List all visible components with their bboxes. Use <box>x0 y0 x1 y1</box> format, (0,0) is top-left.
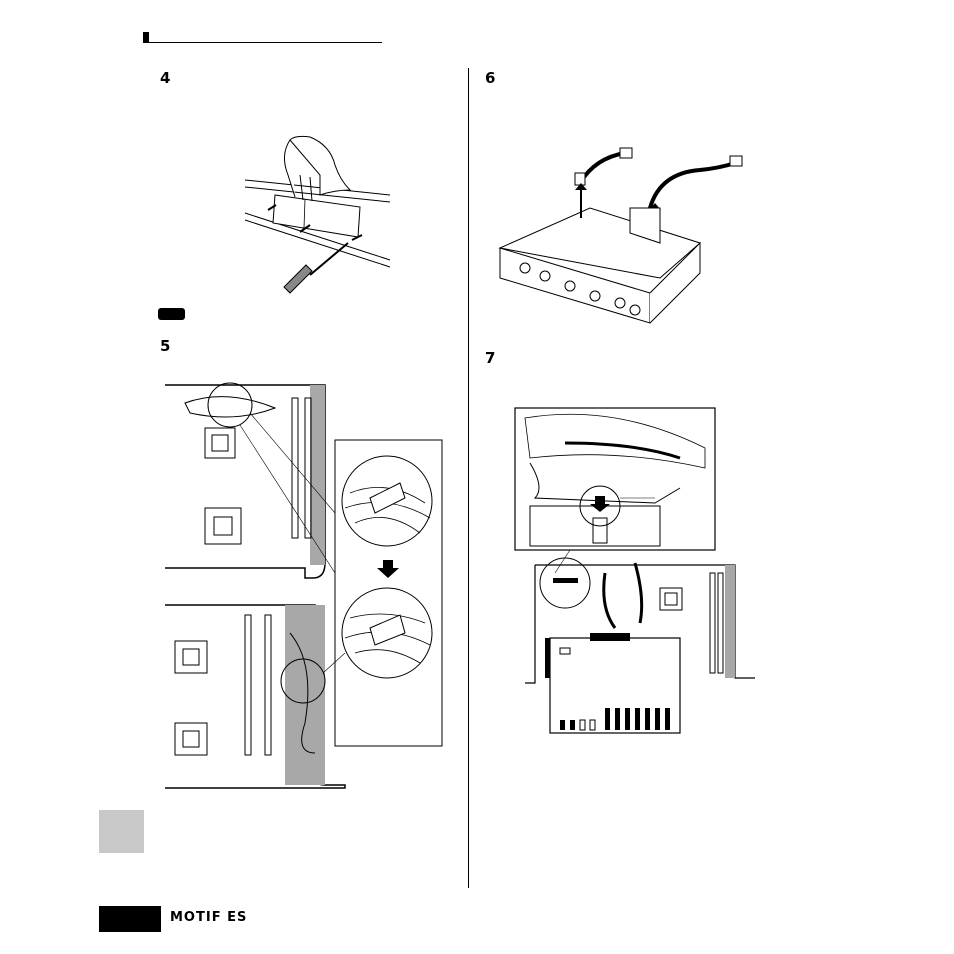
section-header-rule <box>143 42 382 43</box>
column-divider <box>468 68 469 888</box>
page-number-block <box>99 906 161 932</box>
illustration-step5-cable-routing <box>165 383 445 793</box>
step-number-7: 7 <box>485 351 495 366</box>
chapter-side-tab <box>99 810 144 853</box>
note-badge <box>158 308 185 320</box>
illustration-step6-panel-connectors <box>500 148 750 328</box>
step-number-4: 4 <box>160 71 170 86</box>
step-number-6: 6 <box>485 71 495 86</box>
illustration-step7-board-install <box>515 408 760 738</box>
product-logo: MOTIF ES <box>170 910 247 926</box>
step-number-5: 5 <box>160 339 170 354</box>
illustration-step4-cover-removal <box>240 135 390 300</box>
